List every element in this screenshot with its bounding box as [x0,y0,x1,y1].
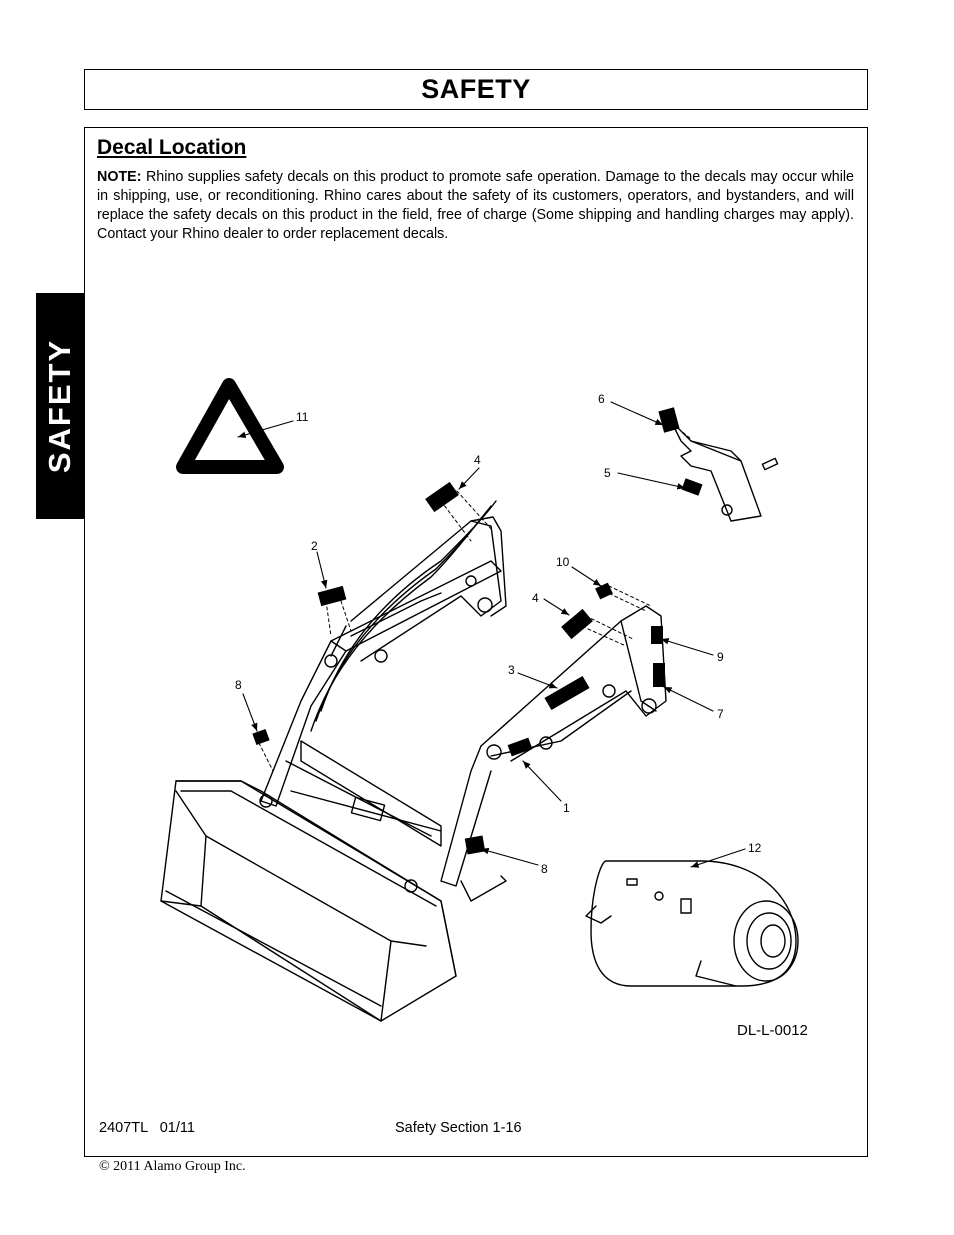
page-title: SAFETY [421,74,531,104]
callout-10: 10 [556,555,570,569]
callout-7: 7 [717,707,724,721]
callout-2: 2 [311,539,318,553]
callout-9: 9 [717,650,724,664]
footer-model-date: 2407TL 01/11 [99,1120,195,1136]
callout-6: 6 [598,392,605,406]
bucket-outline [160,780,457,1022]
section-title: Decal Location [97,136,247,159]
decal-location-diagram: 11 6 5 4 2 10 4 9 3 8 7 1 12 8 DL-L-0012 [160,378,808,1039]
callout-8b: 8 [541,862,548,876]
decal-patches [252,407,703,855]
side-tab: SAFETY [36,293,84,519]
diagram-id: DL-L-0012 [737,1022,808,1039]
note-label: NOTE: [97,169,142,185]
callout-8a: 8 [235,678,242,692]
callout-4b: 4 [532,591,539,605]
smv-emblem-icon [176,378,284,474]
side-tab-label: SAFETY [42,338,77,474]
footer-page-number: Safety Section 1-16 [395,1120,522,1136]
callout-4a: 4 [474,453,481,467]
header-banner: SAFETY [84,69,868,110]
mounting-bracket [670,420,779,522]
decal-guide-lines [258,420,692,772]
callout-5: 5 [604,466,611,480]
callout-11: 11 [296,410,309,424]
seat-switch-cylinder [585,860,799,987]
cross-tube [259,740,442,893]
right-boom-arm [440,605,667,902]
note-paragraph: NOTE: Rhino supplies safety decals on th… [97,168,854,244]
callout-3: 3 [508,663,515,677]
callout-1: 1 [563,801,570,815]
callout-leaders [237,401,746,868]
callout-12: 12 [748,841,762,855]
copyright: © 2011 Alamo Group Inc. [99,1159,246,1174]
left-boom-arm [260,500,507,807]
content-box: Decal Location NOTE: Rhino supplies safe… [84,127,868,1157]
note-text: Rhino supplies safety decals on this pro… [97,169,854,242]
